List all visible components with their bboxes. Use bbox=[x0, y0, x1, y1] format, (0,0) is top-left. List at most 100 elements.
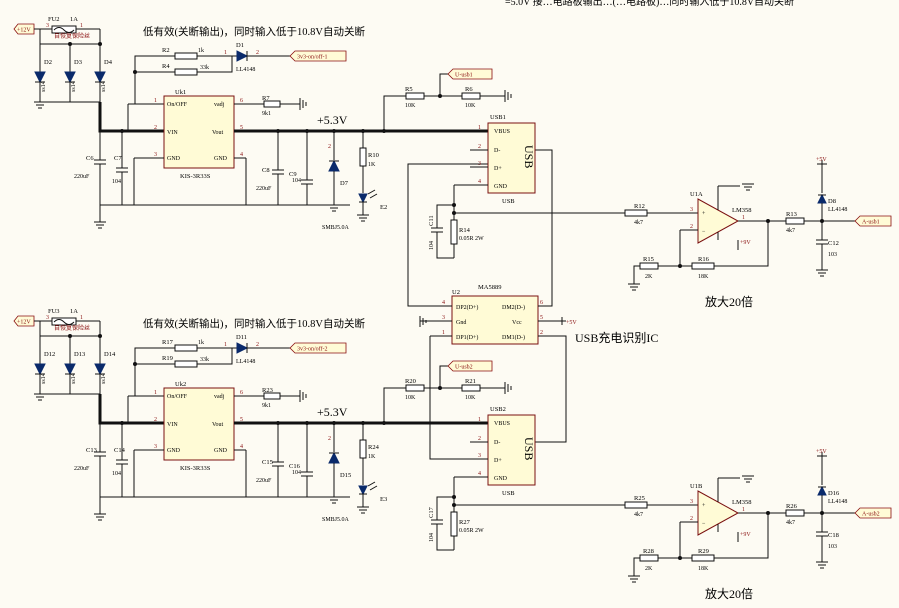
r12-value: 4k7 bbox=[634, 512, 643, 518]
input-diode-ref: D4 bbox=[104, 59, 113, 66]
svg-text:5: 5 bbox=[540, 315, 543, 321]
r4-value: 33k bbox=[200, 357, 209, 363]
r14-value: 0.05R 2W bbox=[459, 236, 484, 242]
fuse-ref: FU2 bbox=[48, 16, 60, 23]
usb-pin-vbus: VBUS bbox=[494, 129, 510, 135]
r14-ref: R27 bbox=[459, 519, 471, 526]
regulator-pin-onoff: On/OFF bbox=[167, 102, 188, 108]
d7-value: SMBJ5.0A bbox=[322, 517, 350, 523]
r16-value: 18K bbox=[698, 566, 709, 572]
d1-value: LL4148 bbox=[236, 359, 255, 365]
svg-text:3: 3 bbox=[442, 315, 445, 321]
d7-ref: D7 bbox=[340, 180, 349, 187]
ic-vcc-net: +5V bbox=[566, 320, 577, 326]
ic-pin-vcc: Vcc bbox=[512, 320, 522, 326]
input-diode-1 bbox=[34, 71, 46, 84]
input-diode-3 bbox=[94, 71, 106, 84]
regulator-pin-vout: Vout bbox=[212, 130, 224, 136]
r13-ref: R13 bbox=[786, 211, 797, 218]
r13-value: 4k7 bbox=[786, 228, 795, 234]
svg-text:1: 1 bbox=[80, 315, 83, 321]
svg-text:+: + bbox=[702, 503, 706, 509]
capacitor-c8 bbox=[272, 169, 284, 175]
ground-icon bbox=[34, 393, 46, 401]
usb-sense-net-label-text: U-usb1 bbox=[455, 73, 473, 79]
c12-ref: C12 bbox=[828, 240, 839, 247]
usb-ref: USB1 bbox=[490, 114, 506, 121]
regulator-pin-vin: VIN bbox=[167, 130, 178, 136]
ground-icon bbox=[328, 496, 340, 504]
input-diode-1 bbox=[34, 363, 46, 376]
r15-value: 2K bbox=[645, 274, 653, 280]
svg-text:3: 3 bbox=[154, 444, 157, 450]
c9-value: 104 bbox=[292, 178, 301, 184]
d8-ref: D8 bbox=[828, 198, 836, 205]
fuse-ref: FU3 bbox=[48, 308, 60, 315]
r10-ref: R10 bbox=[368, 152, 379, 159]
svg-text:2: 2 bbox=[256, 50, 259, 56]
capacitor-c12 bbox=[816, 239, 828, 245]
usb-body-label: USB bbox=[522, 437, 536, 460]
c11-ref: C11 bbox=[428, 215, 435, 226]
usb-pin-gnd: GND bbox=[494, 184, 508, 190]
r4-ref: R19 bbox=[162, 355, 173, 362]
resistor-r5 bbox=[405, 384, 425, 392]
svg-text:2: 2 bbox=[328, 144, 331, 150]
onoff-net-label-text: 3v3-on/off-2 bbox=[297, 346, 328, 353]
r12-ref: R25 bbox=[634, 495, 645, 502]
shutdown-note: 低有效(关断输出)，同时输入低于10.8V自动关断 bbox=[143, 317, 365, 330]
input-diode-value: ss14 bbox=[71, 81, 77, 92]
d8-value: LL4148 bbox=[828, 499, 847, 505]
r5-ref: R5 bbox=[405, 86, 413, 93]
usb-part: USB bbox=[502, 490, 515, 497]
op-amp-vcc: +9V bbox=[740, 532, 751, 538]
usb-pin-dm: D- bbox=[494, 440, 500, 446]
resistor-r16 bbox=[691, 262, 715, 270]
input-net-label: +12V bbox=[17, 28, 31, 34]
usb-pin-vbus: VBUS bbox=[494, 421, 510, 427]
resistor-r6 bbox=[461, 92, 481, 100]
regulator-pin-vout: Vout bbox=[212, 422, 224, 428]
op-amp-vcc: +9V bbox=[740, 240, 751, 246]
resistor-r10 bbox=[359, 439, 367, 459]
ic-pin-gnd: Gnd bbox=[456, 320, 466, 326]
svg-text:2: 2 bbox=[478, 144, 481, 150]
r5-value: 10K bbox=[405, 103, 416, 109]
r16-ref: R16 bbox=[698, 256, 710, 263]
r13-value: 4k7 bbox=[786, 520, 795, 526]
ground-icon bbox=[34, 101, 46, 109]
c11-value: 104 bbox=[429, 241, 435, 250]
svg-text:3: 3 bbox=[690, 207, 693, 213]
r10-value: 1K bbox=[368, 454, 376, 460]
led-ref: E2 bbox=[380, 204, 387, 211]
resistor-r12 bbox=[624, 209, 648, 217]
ground-icon bbox=[357, 506, 369, 514]
c7-value: 104 bbox=[112, 471, 121, 477]
onoff-net-label: 3v3-on/off-2 bbox=[289, 342, 347, 354]
ic-pin-dm1: DM1(D-) bbox=[502, 334, 525, 341]
ground-icon bbox=[357, 214, 369, 222]
shunt-resistor-r14 bbox=[450, 511, 458, 537]
header-note: =5.0V 接…电路板输出…(…电路板)…同时输入低于10.8V自动关断 bbox=[505, 0, 794, 8]
r6-value: 10K bbox=[465, 395, 476, 401]
r15-ref: R15 bbox=[643, 256, 654, 263]
usb-sense-net-label-text: U-usb2 bbox=[455, 365, 473, 371]
plus5-net: +5V bbox=[816, 157, 827, 163]
regulator-pin-gnd1: GND bbox=[167, 156, 181, 162]
r16-ref: R29 bbox=[698, 548, 709, 555]
resistor-r4 bbox=[174, 68, 198, 76]
onoff-net-label: 3v3-on/off-1 bbox=[289, 50, 347, 62]
ground-icon bbox=[299, 390, 307, 402]
tvs-diode-d7 bbox=[328, 159, 340, 172]
r4-ref: R4 bbox=[162, 63, 170, 70]
r16-value: 18K bbox=[698, 274, 709, 280]
resistor-r5 bbox=[405, 92, 425, 100]
c8-ref: C8 bbox=[262, 167, 270, 174]
svg-text:4: 4 bbox=[478, 471, 481, 477]
plus5-net: +5V bbox=[816, 449, 827, 455]
input-diode-value: ss14 bbox=[101, 81, 107, 92]
ic-pin-dp2: DP2(D+) bbox=[456, 304, 478, 311]
output-net-label-text: A-usb2 bbox=[862, 512, 880, 518]
